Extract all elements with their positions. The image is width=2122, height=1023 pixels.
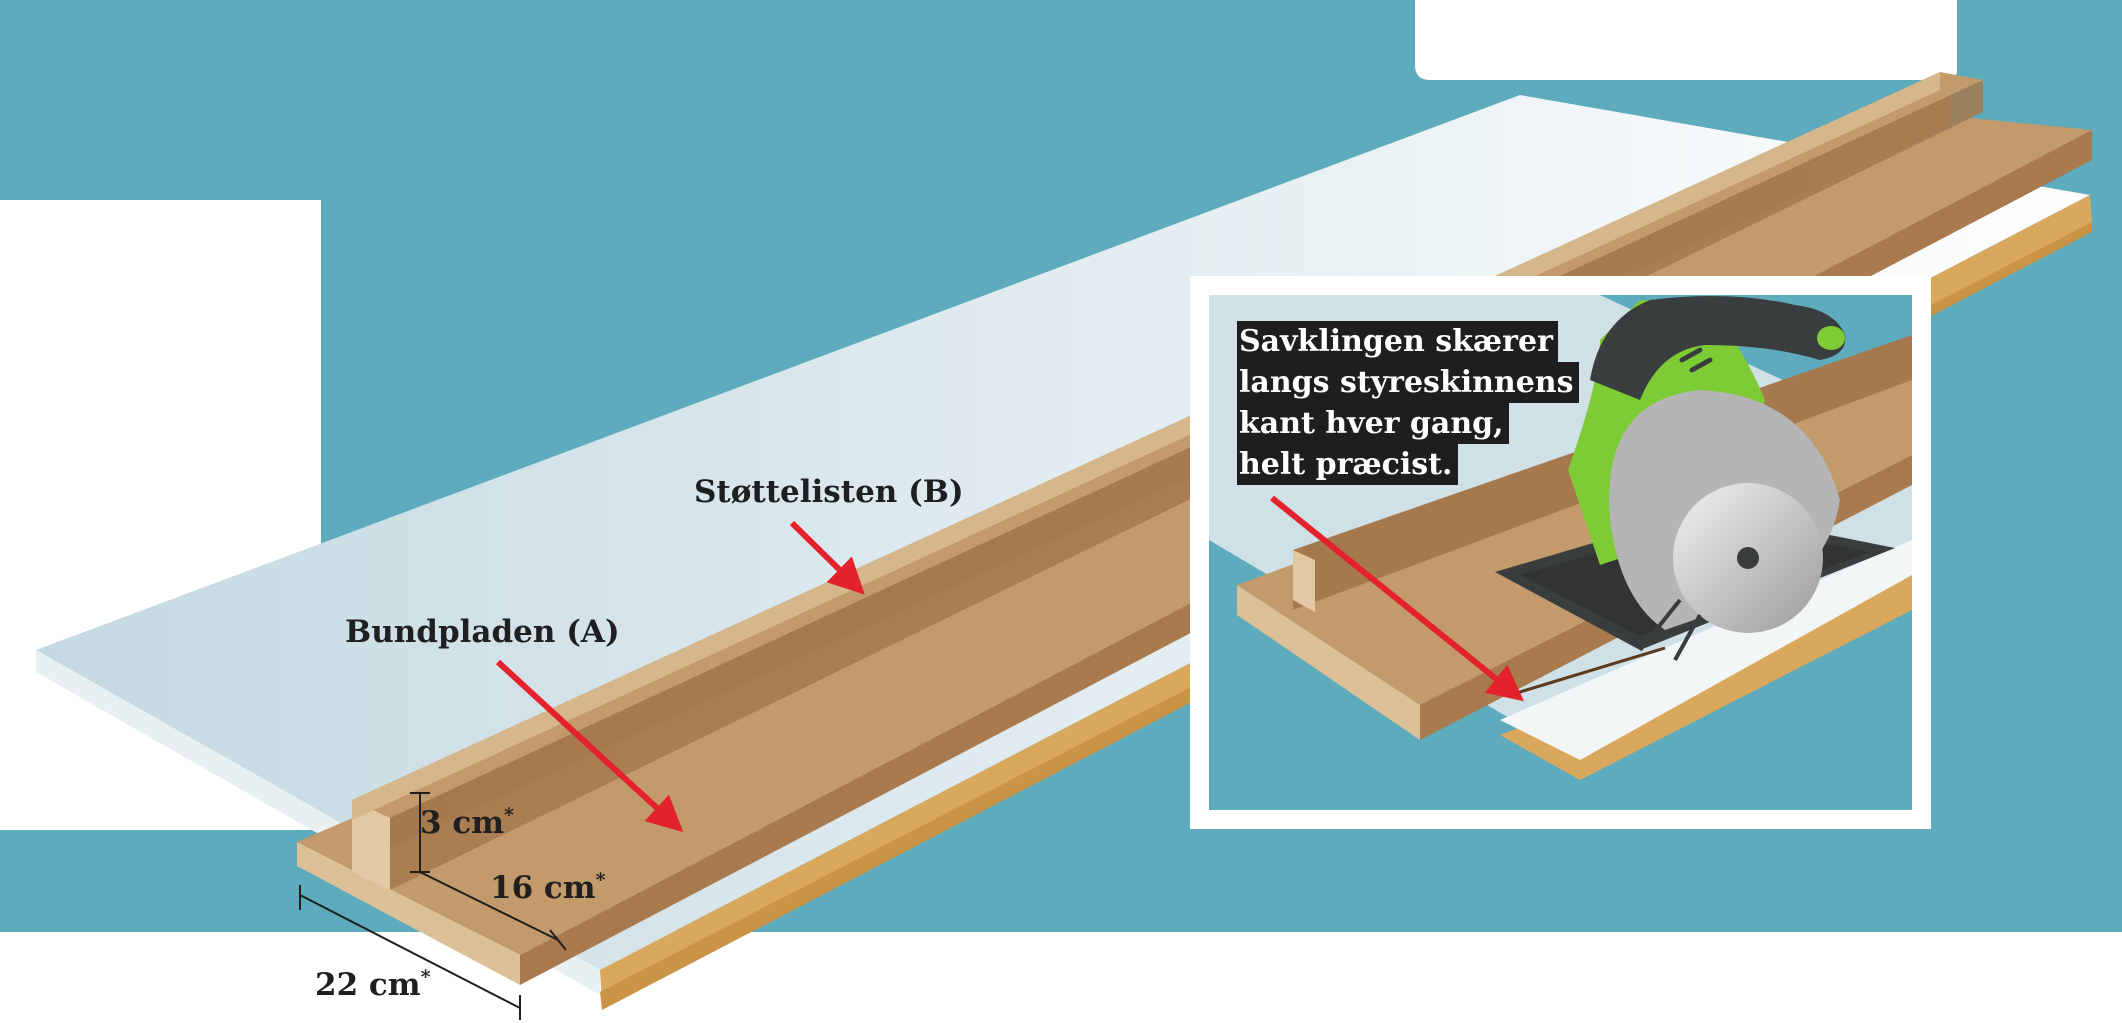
bottom-strip <box>0 932 2122 1023</box>
saw-knob <box>1817 326 1845 350</box>
arrow-support-strip <box>789 520 865 595</box>
caption-line: langs styreskinnens <box>1237 362 1579 403</box>
arrow-inset-cut-edge <box>1270 495 1525 702</box>
label-support-strip: Støttelisten (B) <box>694 474 964 510</box>
inset-caption: Savklingen skærer langs styreskinnens ka… <box>1237 321 1637 485</box>
saw-handle <box>1590 296 1846 400</box>
caption-line: kant hver gang, <box>1237 403 1509 444</box>
dimension-strip-width: 16 cm* <box>490 869 606 906</box>
caption-line: helt præcist. <box>1237 444 1458 485</box>
dimension-height: 3 cm* <box>420 804 514 841</box>
label-base-plate: Bundpladen (A) <box>345 614 620 650</box>
dimension-plate-width: 22 cm* <box>315 966 431 1003</box>
caption-line: Savklingen skærer <box>1237 321 1558 362</box>
circular-saw <box>1495 296 1895 661</box>
dimension-lines <box>299 792 567 1020</box>
white-block-top <box>1415 0 1957 80</box>
arrow-base-plate <box>495 659 684 833</box>
